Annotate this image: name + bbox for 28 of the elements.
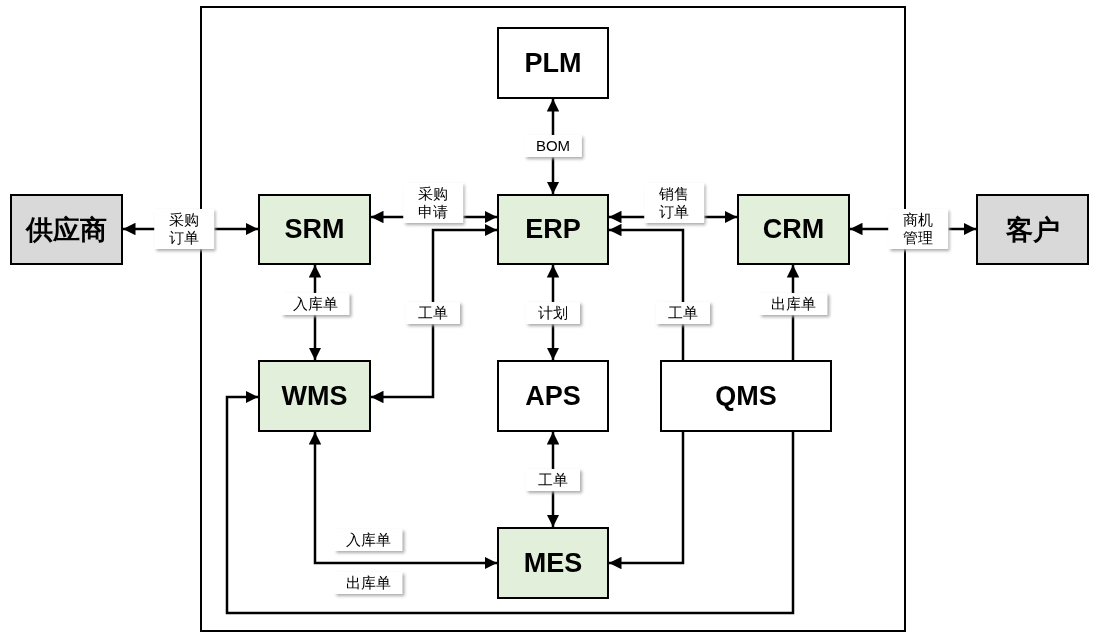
edge-label: 出库单 (758, 293, 828, 315)
arrow (308, 432, 497, 570)
system-box: APS (497, 360, 609, 432)
edge-label: 工单 (526, 469, 580, 491)
arrow (609, 432, 685, 570)
system-box: ERP (497, 194, 609, 265)
edge-label: 计划 (526, 302, 580, 324)
edge-label: 出库单 (333, 572, 403, 594)
system-box: 供应商 (10, 194, 123, 265)
arrow (225, 390, 795, 615)
edge-label: 采购订单 (154, 209, 214, 249)
edge-label: 商机管理 (888, 209, 948, 249)
edge-label: 入库单 (333, 529, 403, 551)
edge-label: BOM (523, 135, 583, 157)
system-box: SRM (258, 194, 371, 265)
arrow (609, 223, 685, 360)
edge-label: 入库单 (280, 293, 350, 315)
system-box: 客户 (976, 194, 1089, 265)
edge-label: 采购申请 (403, 183, 463, 223)
system-box: PLM (497, 27, 609, 99)
arrow (371, 223, 497, 404)
system-box: CRM (737, 194, 850, 265)
edge-label: 工单 (406, 302, 460, 324)
system-box: QMS (660, 360, 832, 432)
system-box: MES (497, 527, 609, 599)
system-box: WMS (258, 360, 371, 432)
edge-label: 工单 (656, 302, 710, 324)
edge-label: 销售订单 (644, 183, 704, 223)
